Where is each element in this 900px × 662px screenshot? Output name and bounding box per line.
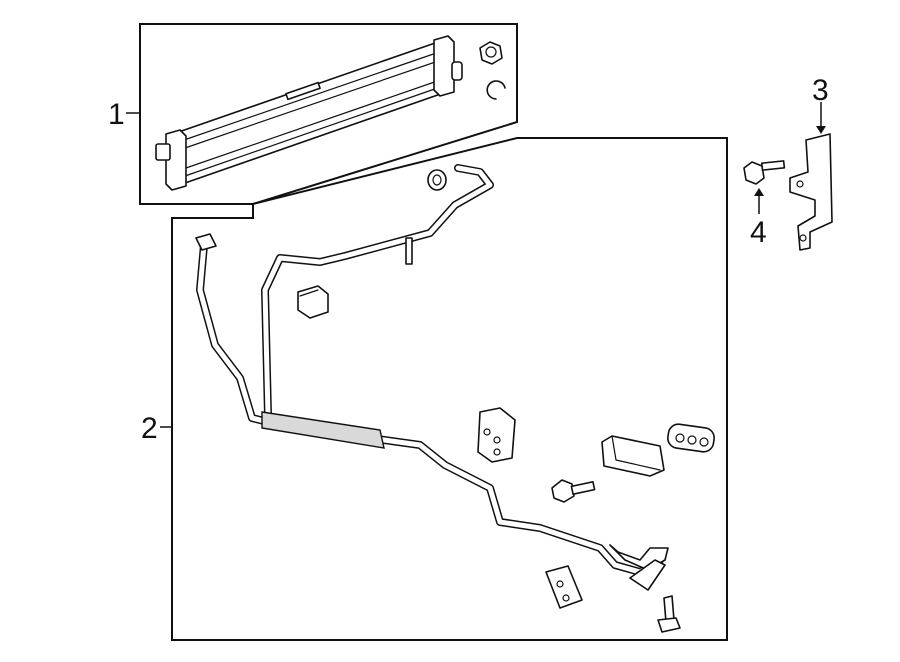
- clip-icon: [297, 285, 329, 319]
- o-ring-icon: [486, 80, 506, 100]
- bracket-3-icon: 3: [789, 74, 833, 251]
- clamp-icon: [545, 565, 583, 609]
- callout-4: 4: [750, 216, 767, 249]
- bolt-small-icon: [551, 479, 596, 503]
- gasket-icon: [667, 423, 715, 453]
- fitting-icon: [479, 41, 503, 65]
- insulator-icon: [601, 435, 665, 477]
- grommet-icon: [427, 169, 447, 191]
- cooler-line-icon: [195, 164, 669, 591]
- callout-3: 3: [812, 74, 829, 107]
- mount-bracket-icon: [477, 407, 516, 463]
- oil-cooler-icon: [155, 35, 506, 191]
- bolt-4-icon: 4: [743, 160, 786, 249]
- screw-icon: [657, 595, 681, 633]
- lines-frame: 2: [141, 137, 728, 641]
- callout-1: 1: [108, 98, 125, 131]
- cooler-frame: 1: [108, 23, 518, 205]
- callout-2: 2: [141, 412, 158, 445]
